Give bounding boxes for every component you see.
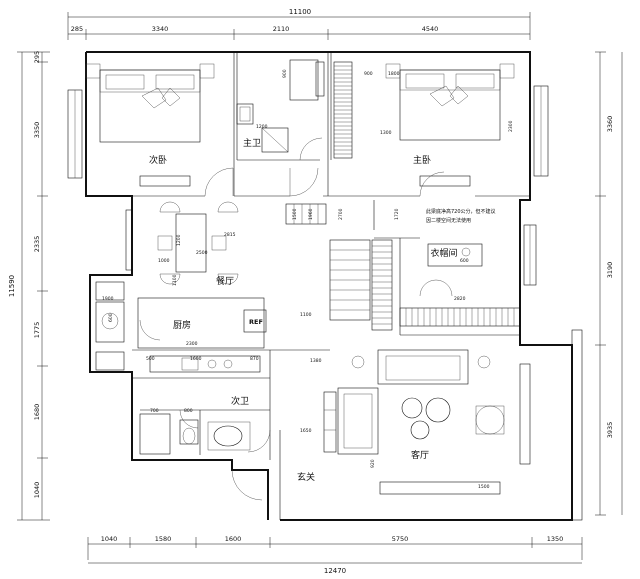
small-dim: 600 <box>108 313 114 322</box>
fridge-label: REF <box>249 318 263 326</box>
bottom-dim-2: 1580 <box>155 535 172 543</box>
bottom-dimensions: 1040 1580 1600 5750 1350 12470 <box>87 535 583 575</box>
left-dim-1: 295 <box>33 51 41 63</box>
right-dim-1: 3360 <box>606 116 614 133</box>
dining-label: 餐厅 <box>216 275 234 287</box>
small-dim: 2500 <box>196 250 208 256</box>
right-dim-2: 3190 <box>606 262 614 279</box>
kitchen-label: 厨房 <box>173 319 191 331</box>
small-dim: 600 <box>460 258 469 264</box>
small-dim: 1650 <box>300 428 312 434</box>
right-dim-3: 3935 <box>606 422 614 439</box>
small-dim: 2300 <box>186 341 198 347</box>
staircase <box>285 203 393 331</box>
small-dim: 1000 <box>158 258 170 264</box>
small-dim: 1100 <box>300 312 312 318</box>
small-dim: 1600 <box>190 356 202 362</box>
small-dim: 1720 <box>394 208 400 220</box>
entry-furniture <box>323 391 337 453</box>
dining-furniture <box>157 201 239 285</box>
internal-dimensions: 900 1200 900 1800 1300 2300 2815 2500 10… <box>102 69 514 490</box>
bottom-dim-4: 5750 <box>392 535 409 543</box>
small-dim: 1900 <box>102 296 114 302</box>
right-dimensions: 3360 3190 3935 <box>595 51 623 516</box>
left-dimensions: 11590 295 3350 2335 1775 1680 1040 <box>8 51 50 521</box>
small-dim: 1960 <box>308 208 314 220</box>
master-bath-fixtures <box>236 59 325 153</box>
door-swings <box>139 137 445 501</box>
small-dim: 500 <box>146 356 155 362</box>
small-dim: 2820 <box>454 296 466 302</box>
small-dim: 800 <box>184 408 193 414</box>
small-dim: 900 <box>364 71 373 77</box>
left-dim-6: 1040 <box>33 482 41 499</box>
small-dim: 1500 <box>292 208 298 220</box>
small-dim: 1380 <box>310 358 322 364</box>
bottom-dim-3: 1600 <box>225 535 242 543</box>
small-dim: 1100 <box>172 274 178 286</box>
wardrobe-strip <box>333 61 353 159</box>
beam-note-line1: 此梁底净高720公分，但不建议 <box>426 208 496 215</box>
guest-bath-fixtures <box>139 413 251 455</box>
top-dim-4: 4540 <box>422 25 439 33</box>
small-dim: 1300 <box>380 130 392 136</box>
small-dim: 1800 <box>388 71 400 77</box>
small-dim: 1200 <box>256 124 268 130</box>
closet-label: 衣帽间 <box>430 247 457 259</box>
master-bedroom-label: 主卧 <box>413 154 431 166</box>
master-bath-label: 主卫 <box>243 137 261 149</box>
entry-label: 玄关 <box>297 471 315 483</box>
bottom-total-dim: 12470 <box>324 567 346 575</box>
top-dim-1: 285 <box>71 25 83 33</box>
left-dim-4: 1775 <box>33 322 41 339</box>
guest-bath-label: 次卫 <box>231 395 249 407</box>
living-room-label: 客厅 <box>411 449 429 461</box>
small-dim: 900 <box>282 69 288 78</box>
top-dim-2: 3340 <box>152 25 169 33</box>
second-bedroom-label: 次卧 <box>149 154 167 166</box>
left-dim-2: 3350 <box>33 122 41 139</box>
small-dim: 2300 <box>508 120 514 132</box>
small-dim: 2815 <box>224 232 236 238</box>
closet-room-furniture <box>399 243 521 327</box>
master-bedroom-furniture <box>385 63 515 187</box>
top-dimensions: 11100 285 3340 2110 4540 <box>67 8 531 40</box>
small-dim: 870 <box>250 356 259 362</box>
windows <box>67 85 583 521</box>
small-dim: 920 <box>370 459 376 468</box>
utility-area <box>95 281 125 371</box>
beam-note-line2: 因二楼空间无法使用 <box>426 217 471 224</box>
exterior-walls <box>85 51 573 521</box>
small-dim: 1500 <box>478 484 490 490</box>
interior-walls <box>86 52 530 520</box>
left-dim-5: 1680 <box>33 404 41 421</box>
top-dim-3: 2110 <box>273 25 290 33</box>
left-total-dim: 11590 <box>8 275 16 297</box>
bottom-dim-1: 1040 <box>101 535 118 543</box>
top-total-dim: 11100 <box>289 8 311 16</box>
second-bedroom-furniture <box>85 63 215 187</box>
left-dim-3: 2335 <box>33 236 41 253</box>
small-dim: 2700 <box>338 208 344 220</box>
kitchen-fixtures <box>149 309 267 373</box>
living-room-furniture <box>337 349 531 495</box>
bottom-dim-5: 1350 <box>547 535 564 543</box>
small-dim: 700 <box>150 408 159 414</box>
small-dim: 1200 <box>176 234 182 246</box>
